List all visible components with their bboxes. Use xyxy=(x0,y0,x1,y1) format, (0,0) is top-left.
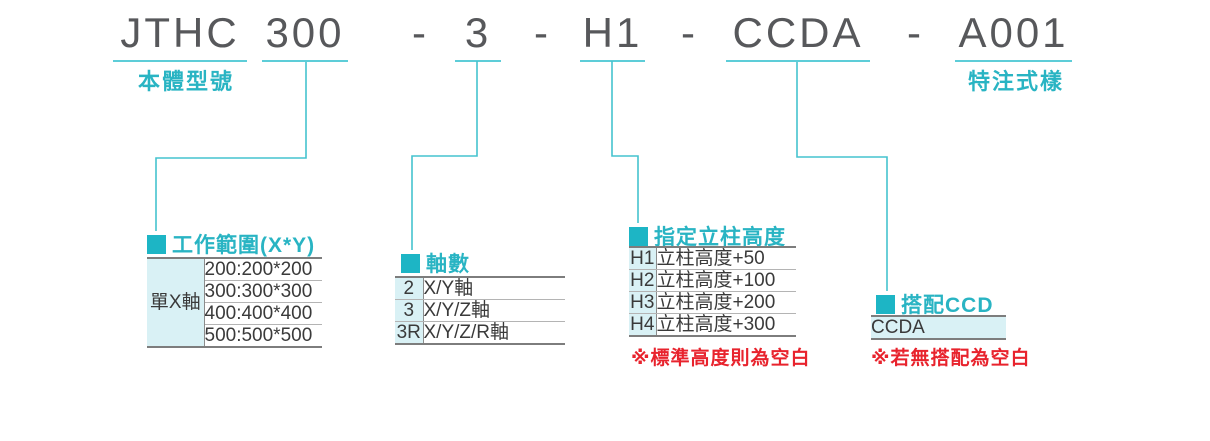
model-segment-ccd-text: CCDA xyxy=(732,9,864,56)
code-cell: H2 xyxy=(629,269,657,292)
square-bullet-icon xyxy=(629,226,648,246)
body-model-label: 本體型號 xyxy=(138,69,235,94)
work-range-title: 工作範圍(X*Y) xyxy=(172,234,316,257)
model-segment-special-text: A001 xyxy=(958,9,1069,56)
axis-count-header: 軸數 xyxy=(401,248,470,278)
column-height-title: 指定立柱高度 xyxy=(654,226,786,249)
code-cell: 3R xyxy=(395,321,424,344)
code-cell: H1 xyxy=(629,247,657,270)
dash-separator: - xyxy=(681,9,695,56)
connector-axes xyxy=(411,61,478,250)
model-segment-ccd: CCDA xyxy=(726,8,870,62)
axis-count-table: 2 X/Y軸 3 X/Y/Z軸 3R X/Y/Z/R軸 xyxy=(395,276,565,345)
model-segment-height-text: H1 xyxy=(582,9,643,56)
ccd-title: 搭配CCD xyxy=(901,294,994,317)
model-segment-range: 300 xyxy=(262,8,348,62)
square-bullet-icon xyxy=(147,234,166,254)
connector-ccd xyxy=(796,62,888,291)
desc-cell: 立柱高度+50 xyxy=(656,247,796,270)
code-cell: H3 xyxy=(629,291,657,314)
axis-count-title: 軸數 xyxy=(426,253,470,276)
ccd-note: ※若無搭配為空白 xyxy=(871,348,1031,369)
special-spec-label: 特注式樣 xyxy=(968,69,1065,94)
model-segment-height: H1 xyxy=(580,8,645,62)
table-cell: 300:300*300 xyxy=(204,280,322,303)
table-cell: 500:500*500 xyxy=(204,325,313,346)
column-height-note: ※標準高度則為空白 xyxy=(631,348,811,369)
dash-separator: - xyxy=(534,9,548,56)
code-cell: 2 xyxy=(395,277,424,300)
model-segment-axes: 3 xyxy=(455,8,501,62)
model-segment-axes-text: 3 xyxy=(464,9,492,56)
column-height-table: H1 立柱高度+50 H2 立柱高度+100 H3 立柱高度+200 H4 立柱… xyxy=(629,246,796,337)
table-cell: 200:200*200 xyxy=(204,258,322,281)
work-range-header: 工作範圍(X*Y) xyxy=(147,229,315,259)
model-segment-special: A001 xyxy=(955,8,1072,62)
desc-cell: X/Y/Z軸 xyxy=(423,299,565,322)
column-height-header: 指定立柱高度 xyxy=(629,221,786,251)
dash-separator: - xyxy=(907,9,921,56)
table-cell: CCDA xyxy=(871,316,1006,339)
dash-separator: - xyxy=(412,9,426,56)
code-cell: 3 xyxy=(395,299,424,322)
code-cell: H4 xyxy=(629,313,657,336)
table-cell: 400:400*400 xyxy=(204,302,322,325)
square-bullet-icon xyxy=(876,294,895,314)
desc-cell: X/Y/Z/R軸 xyxy=(423,322,510,343)
model-segment-body: JTHC xyxy=(113,8,247,62)
desc-cell: 立柱高度+100 xyxy=(656,269,796,292)
desc-cell: 立柱高度+200 xyxy=(656,291,796,314)
work-range-row-header: 單X軸 xyxy=(147,258,205,347)
square-bullet-icon xyxy=(401,253,420,273)
desc-cell: 立柱高度+300 xyxy=(656,314,776,335)
model-segment-body-text: JTHC xyxy=(120,9,240,56)
model-segment-range-text: 300 xyxy=(265,9,345,56)
ccd-table: CCDA xyxy=(871,315,1006,340)
ccd-header: 搭配CCD xyxy=(876,289,994,319)
connector-height xyxy=(611,61,639,223)
work-range-table: 單X軸 200:200*200 300:300*300 400:400*400 … xyxy=(147,257,322,348)
desc-cell: X/Y軸 xyxy=(423,277,565,300)
